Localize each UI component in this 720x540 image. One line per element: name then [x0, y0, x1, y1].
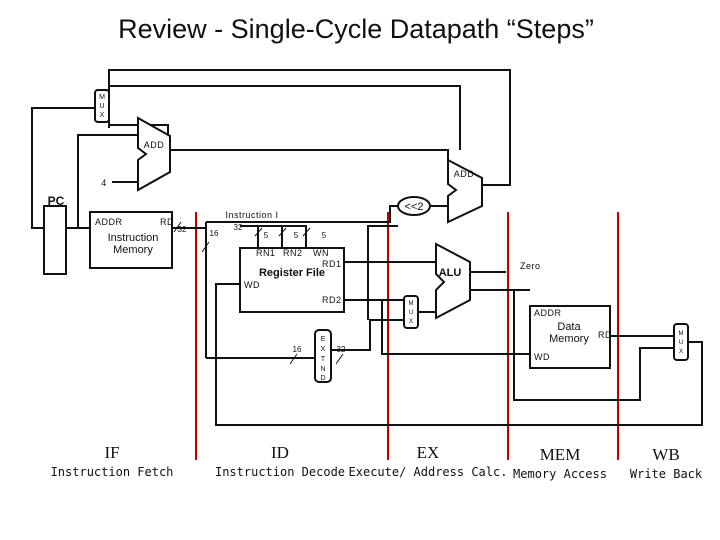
mux-label-m: M — [99, 94, 105, 101]
shift-label: <<2 — [405, 201, 424, 213]
extend-letter-t: T — [321, 356, 326, 363]
stage-wb-desc: Write Back — [630, 467, 703, 481]
regfile-wd-label: WD — [244, 280, 260, 290]
dmem-name-line1: Data — [557, 321, 581, 333]
imem-addr-label: ADDR — [95, 217, 123, 227]
stage-ex-desc: Execute/ Address Calc. — [349, 465, 508, 479]
writeback-mux — [673, 323, 689, 361]
stage-mem-name: MEM — [540, 445, 581, 464]
branch-adder — [447, 158, 483, 224]
imem-rd-label: RD — [160, 217, 174, 227]
alu — [435, 242, 471, 320]
pc-label: PC — [48, 194, 65, 208]
instr-field-rs: 5 — [264, 231, 269, 240]
register-file — [239, 247, 345, 313]
instr-width-32: 32 — [234, 223, 243, 232]
branch-adder-label: ADD — [454, 169, 475, 179]
instr-field-rd: 5 — [322, 231, 327, 240]
alu-label: ALU — [439, 267, 462, 279]
instr-field-rt: 5 — [294, 231, 299, 240]
constant-four: 4 — [101, 178, 107, 188]
extend-letter-x: X — [321, 346, 326, 353]
extend-letter-e: E — [321, 336, 326, 343]
stage-if-name: IF — [104, 443, 119, 462]
alu-source-mux — [403, 295, 419, 329]
stage-if-desc: Instruction Fetch — [51, 465, 174, 479]
instruction-memory — [89, 211, 173, 269]
data-memory — [529, 305, 611, 369]
alu-mux-label-x: X — [409, 319, 413, 325]
regfile-rd2-label: RD2 — [322, 295, 342, 305]
alu-mux-label-m: M — [409, 301, 414, 307]
wb-mux-label-x: X — [679, 349, 683, 355]
mux-label-u: U — [99, 103, 104, 110]
dmem-wd-label: WD — [534, 352, 550, 362]
wb-mux-label-u: U — [679, 340, 683, 346]
wb-mux-label-m: M — [679, 331, 684, 337]
pc-adder — [137, 116, 171, 192]
dmem-addr-label: ADDR — [534, 308, 562, 318]
pc-source-mux — [94, 89, 110, 123]
instr-width-16: 16 — [210, 229, 219, 238]
stage-wb-name: WB — [652, 445, 679, 464]
regfile-rn1-label: RN1 — [256, 248, 276, 258]
slide-title: Review - Single-Cycle Datapath “Steps” — [118, 14, 594, 44]
stage-mem-desc: Memory Access — [513, 467, 607, 481]
dmem-name-line2: Memory — [549, 333, 589, 345]
regfile-rd1-label: RD1 — [322, 259, 342, 269]
stage-id-desc: Instruction Decode — [215, 465, 345, 479]
imem-name-line2: Memory — [113, 244, 153, 256]
extend-out-width: 32 — [337, 345, 346, 354]
alu-mux-label-u: U — [409, 310, 413, 316]
extend-letter-n: N — [320, 366, 325, 373]
dmem-rd-label: RD — [598, 330, 612, 340]
pc-adder-label: ADD — [144, 140, 165, 150]
extend-letter-d: D — [320, 375, 325, 382]
regfile-rn2-label: RN2 — [283, 248, 303, 258]
imem-bus-width: 32 — [178, 225, 187, 234]
instruction-label: Instruction I — [225, 210, 278, 220]
stage-ex-name: EX — [417, 443, 440, 462]
mux-label-x: X — [100, 112, 105, 119]
regfile-name: Register File — [259, 267, 325, 279]
extend-in-width: 16 — [293, 345, 302, 354]
sign-extend — [314, 329, 332, 383]
alu-zero-label: Zero — [520, 261, 541, 271]
imem-name-line1: Instruction — [108, 232, 159, 244]
pc-register — [43, 205, 67, 275]
shift-left-2 — [397, 196, 431, 216]
regfile-wn-label: WN — [313, 248, 329, 258]
stage-id-name: ID — [271, 443, 289, 462]
